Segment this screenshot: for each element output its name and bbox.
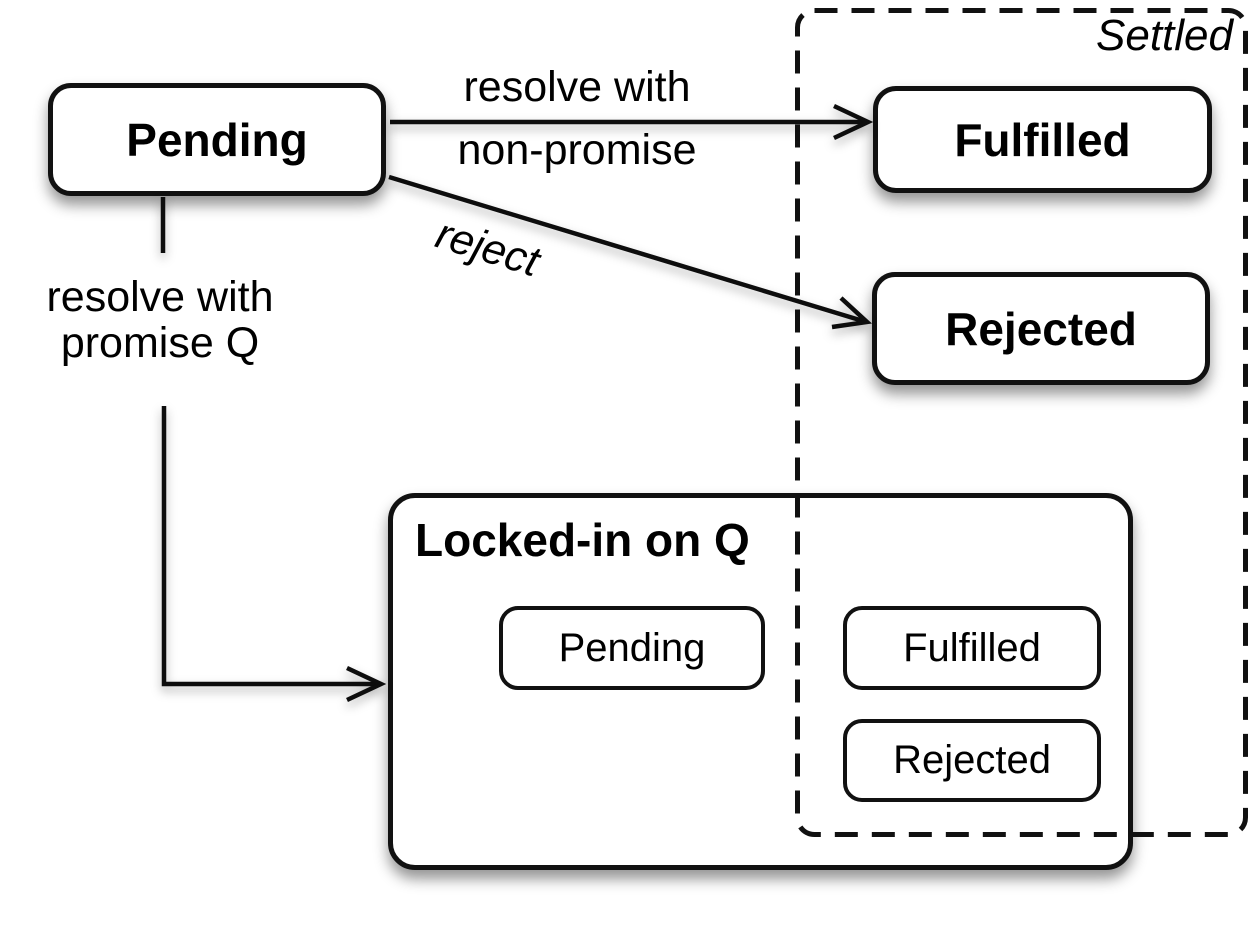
state-label-rejected: Rejected bbox=[945, 302, 1137, 355]
edge-label-resolve-promise-line2: promise Q bbox=[60, 319, 260, 367]
group-label-locked-in: Locked-in on Q bbox=[415, 514, 750, 566]
state-box-pending: Pending bbox=[48, 83, 386, 196]
group-label-settled: Settled bbox=[1096, 11, 1233, 60]
edge-label-resolve-non-promise-line2: non-promise bbox=[457, 126, 697, 174]
state-label-pending: Pending bbox=[126, 113, 308, 166]
edge-label-reject: reject bbox=[430, 209, 545, 287]
locked-state-label-rejected: Rejected bbox=[893, 738, 1051, 782]
state-box-fulfilled: Fulfilled bbox=[873, 86, 1212, 193]
arrowhead-reject bbox=[831, 296, 873, 330]
locked-state-box-rejected: Rejected bbox=[843, 719, 1101, 802]
locked-state-label-pending: Pending bbox=[558, 625, 706, 670]
arrowhead-resolve-promise bbox=[346, 665, 387, 703]
state-box-rejected: Rejected bbox=[872, 272, 1210, 385]
locked-state-label-fulfilled: Fulfilled bbox=[903, 625, 1041, 670]
edge-label-resolve-promise-line1: resolve with bbox=[46, 273, 274, 321]
locked-state-box-fulfilled: Fulfilled bbox=[843, 606, 1101, 690]
locked-state-box-pending: Pending bbox=[499, 606, 765, 690]
edge-label-resolve-non-promise-line1: resolve with bbox=[463, 63, 691, 111]
arrowhead-resolve-non-promise bbox=[833, 103, 874, 141]
state-label-fulfilled: Fulfilled bbox=[954, 113, 1131, 166]
